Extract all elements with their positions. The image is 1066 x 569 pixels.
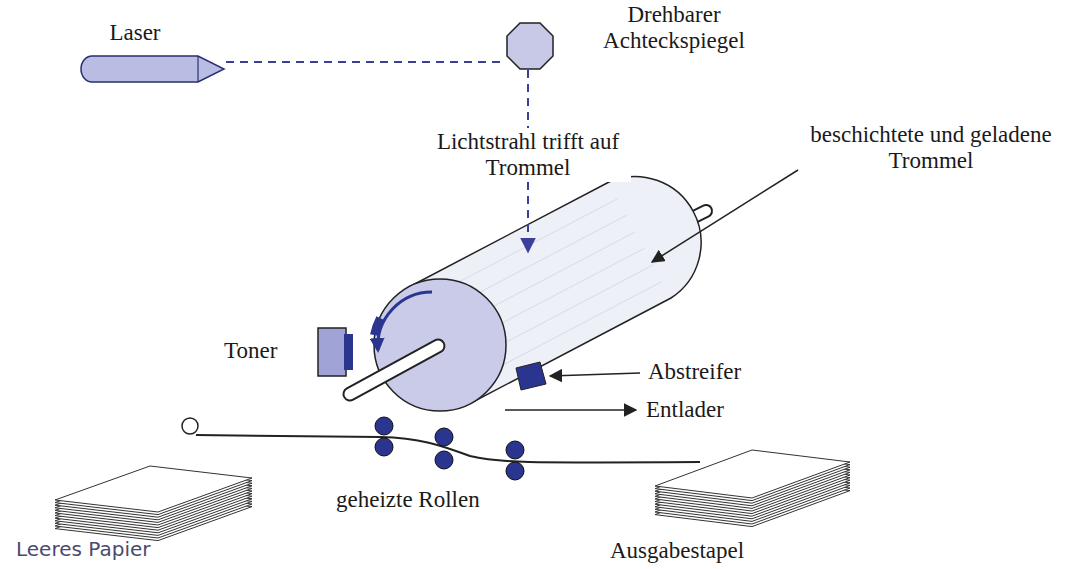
drum: beschichtete und geladene Trommel — [380, 240, 700, 420]
rotation-arrow — [378, 292, 432, 350]
toner-band — [344, 334, 353, 370]
part-label: Leeres Papier — [16, 538, 150, 561]
wiper-blade — [516, 362, 546, 390]
laser-body — [80, 54, 226, 84]
leader-line — [550, 373, 640, 376]
beam-label: Lichtstrahl trifft auf Trommel — [425, 128, 631, 183]
mirror-octagon — [506, 22, 554, 70]
node-label: Drehbarer Achteckspiegel — [564, 2, 784, 55]
feed-roller — [182, 418, 198, 434]
node-label: Laser — [70, 20, 200, 46]
drum-axle — [350, 346, 438, 394]
toner-cartridge — [318, 328, 346, 376]
laser-beam — [226, 61, 506, 63]
heated-rollers — [375, 417, 524, 480]
part-label: geheizte Rollen — [336, 487, 480, 513]
octagon-mirror: Drehbarer Achteckspiegel — [506, 22, 554, 70]
paper-stacks — [55, 450, 850, 541]
part-label: Ausgabestapel — [610, 538, 744, 564]
drum-axle — [350, 346, 438, 394]
leader-line — [505, 409, 636, 411]
part-label: Toner — [224, 338, 277, 364]
leader-line — [652, 170, 798, 262]
part-label: Entlader — [646, 397, 724, 423]
node-label: beschichtete und geladene Trommel — [800, 122, 1062, 175]
laser-unit: Laser — [80, 54, 226, 84]
part-label: Abstreifer — [648, 359, 741, 385]
